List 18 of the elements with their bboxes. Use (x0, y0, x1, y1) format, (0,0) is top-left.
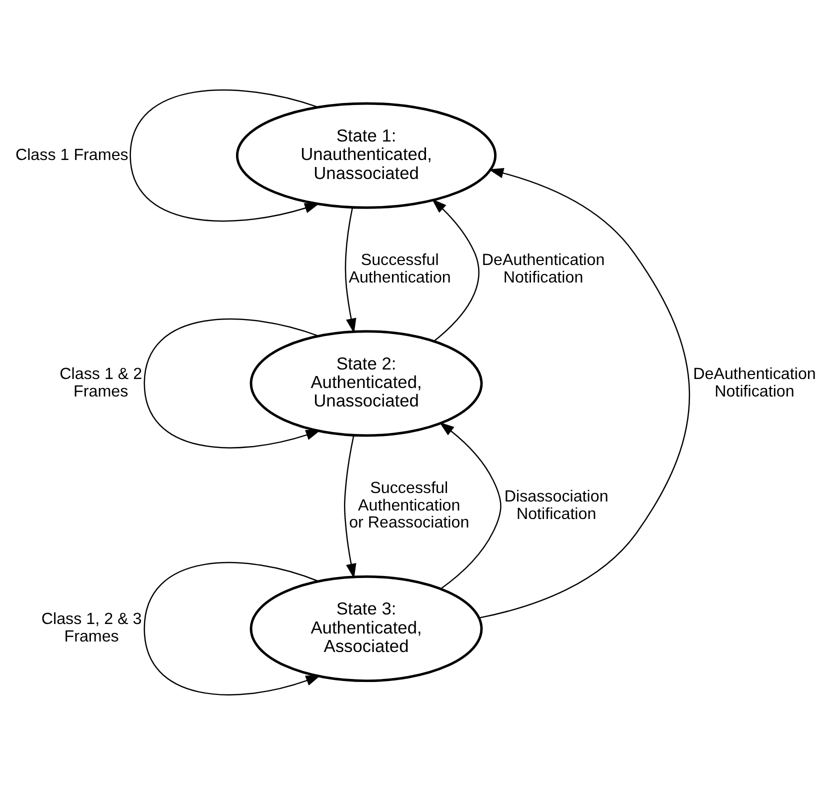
edge-label: DeAuthentication Notification (693, 364, 816, 400)
arrow (432, 198, 480, 342)
arrow (478, 168, 690, 619)
arrow (344, 435, 356, 579)
edge-label: Disassociation Notification (504, 488, 608, 523)
edge-label: Class 1, 2 & 3 Frames (41, 610, 142, 646)
edge-label: Successful Authentication (348, 251, 451, 286)
edge-label: Class 1 & 2 Frames (60, 364, 142, 400)
node-ellipse: State 1: Unauthenticated, Unassociated (236, 102, 497, 209)
arrow (439, 422, 502, 590)
arrow (344, 207, 356, 334)
edge-label: DeAuthentication Notification (482, 251, 605, 286)
arrow (144, 562, 321, 696)
edge-label: Successful Authentication or Reassociation (349, 478, 470, 532)
edge-label: Class 1 Frames (15, 146, 128, 164)
arrow (130, 90, 320, 222)
arrow (144, 318, 321, 448)
node-ellipse: State 3: Authenticated, Associated (250, 575, 483, 682)
